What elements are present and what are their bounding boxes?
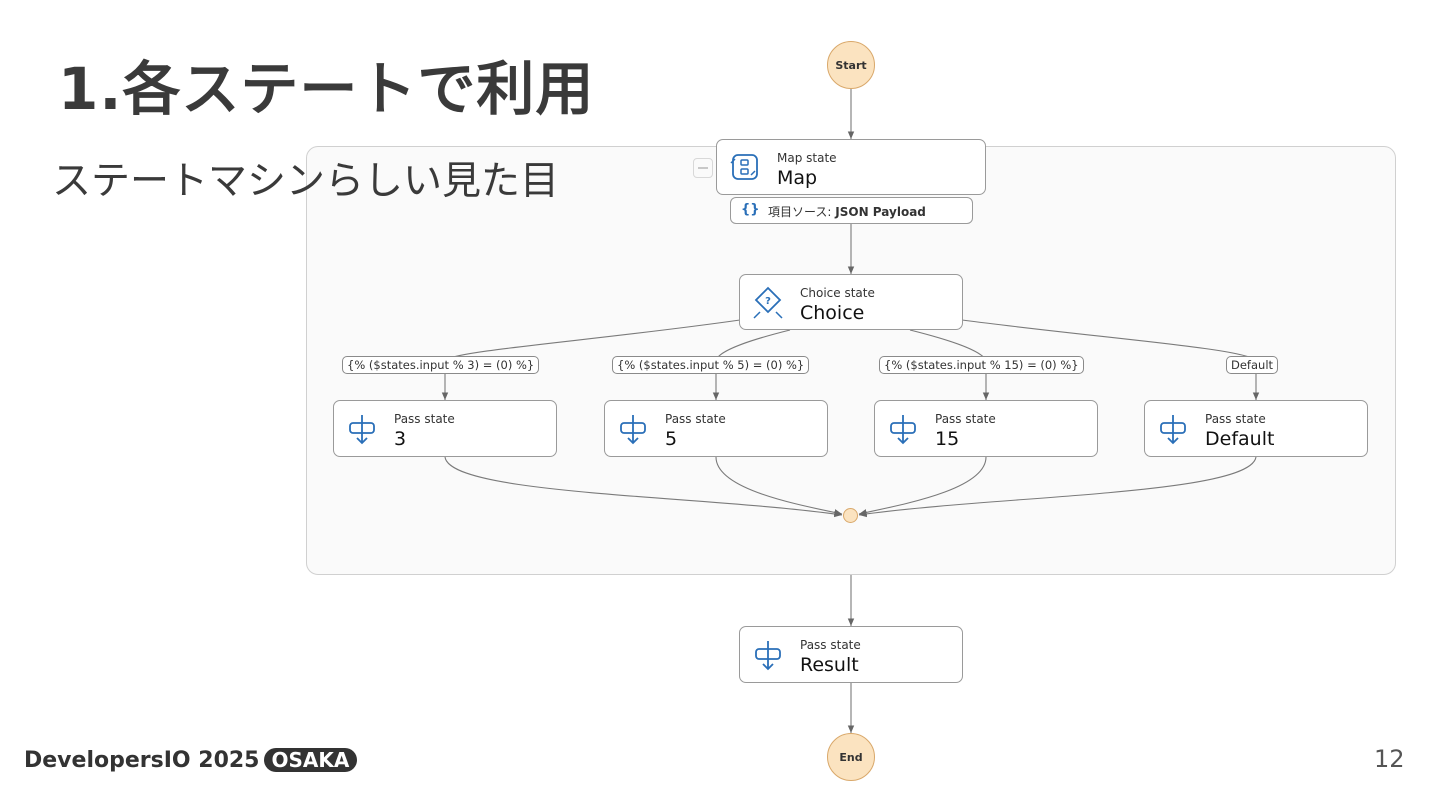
pass-state-node[interactable]: Pass state 15 (874, 400, 1098, 457)
pass-state-kind: Pass state (1205, 412, 1266, 426)
pass-state-node[interactable]: Pass state 3 (333, 400, 557, 457)
pass-state-kind: Pass state (935, 412, 996, 426)
condition-label-15: {% ($states.input % 15) = (0) %} (879, 356, 1084, 374)
edge-15-join (858, 456, 987, 516)
event-logo-badge: OSAKA (263, 748, 358, 772)
condition-label-default: Default (1226, 356, 1279, 374)
svg-text:?: ? (765, 296, 771, 307)
pass-state-name: 15 (935, 428, 960, 450)
slide-title: 1.各ステートで利用 (58, 55, 595, 123)
items-source-bar[interactable]: {} 項目ソース: JSON Payload (730, 197, 973, 224)
page-number: 12 (1374, 745, 1405, 773)
condition-label-3: {% ($states.input % 3) = (0) %} (342, 356, 540, 374)
pass-state-name: 3 (394, 428, 407, 450)
collapse-map-button[interactable] (693, 158, 713, 178)
end-node[interactable]: End (827, 733, 875, 781)
result-state-kind: Pass state (800, 638, 861, 652)
map-state-node[interactable]: Map state Map (716, 139, 986, 195)
pass-state-icon (755, 640, 781, 670)
condition-label-5: {% ($states.input % 5) = (0) %} (612, 356, 810, 374)
pass-state-icon (1160, 414, 1186, 444)
pass-state-name: 5 (665, 428, 678, 450)
pass-state-name: Default (1205, 428, 1275, 450)
start-node[interactable]: Start (827, 41, 875, 89)
pass-state-node[interactable]: Pass state 5 (604, 400, 828, 457)
pass-state-node[interactable]: Pass state Default (1144, 400, 1368, 457)
items-source-prefix: 項目ソース: (768, 205, 832, 219)
choice-state-kind: Choice state (800, 286, 875, 300)
pass-state-kind: Pass state (394, 412, 455, 426)
choice-state-node[interactable]: ? Choice state Choice (739, 274, 963, 330)
edge-5-join (715, 456, 843, 516)
slide-subtitle: ステートマシンらしい見た目 (52, 159, 560, 204)
map-state-kind: Map state (777, 151, 837, 165)
choice-state-icon: ? (753, 286, 783, 319)
event-logo-text: DevelopersIO 2025 (24, 748, 260, 773)
map-state-name: Map (777, 167, 818, 189)
result-state-node[interactable]: Pass state Result (739, 626, 963, 683)
pass-state-icon (890, 414, 916, 444)
edge-3-join (444, 456, 843, 518)
braces-icon: {} (741, 202, 760, 217)
join-point (843, 508, 858, 523)
choice-state-name: Choice (800, 302, 865, 324)
pass-state-kind: Pass state (665, 412, 726, 426)
edge-default-join (858, 456, 1257, 518)
pass-state-icon (349, 414, 375, 444)
items-source-value: JSON Payload (835, 205, 926, 219)
result-state-name: Result (800, 654, 859, 676)
map-state-icon (730, 154, 758, 180)
pass-state-icon (620, 414, 646, 444)
